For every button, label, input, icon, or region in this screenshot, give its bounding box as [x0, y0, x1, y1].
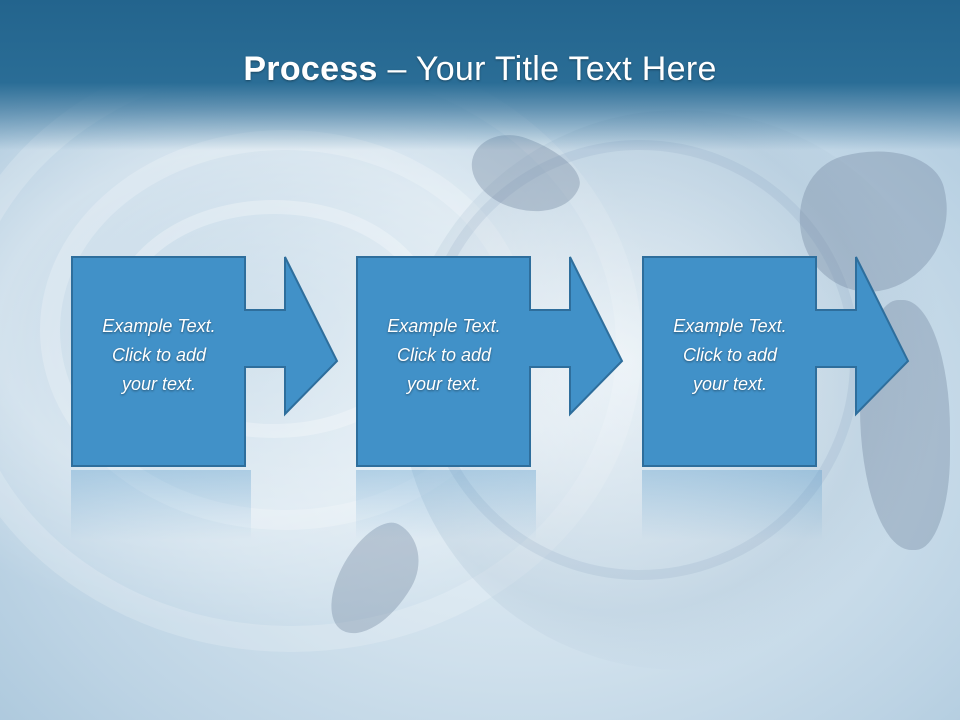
step-label[interactable]: Example Text. Click to add your text. — [387, 316, 501, 394]
step-reflection — [356, 470, 536, 540]
title-rest-text: – Your Title Text Here — [377, 50, 717, 88]
slide-title[interactable]: Process – Your Title Text Here — [0, 50, 960, 89]
step-label[interactable]: Example Text. Click to add your text. — [673, 316, 787, 394]
process-step-2[interactable]: Example Text. Click to add your text. — [356, 256, 626, 468]
arrow-box-shape — [356, 256, 624, 467]
arrow-box-shape — [642, 256, 910, 467]
title-bold-text: Process — [243, 50, 378, 88]
process-step-3[interactable]: Example Text. Click to add your text. — [642, 256, 912, 468]
step-reflection — [71, 470, 251, 540]
title-bar: Process – Your Title Text Here — [0, 0, 960, 150]
arrow-box-shape — [71, 256, 339, 467]
step-label[interactable]: Example Text. Click to add your text. — [102, 316, 216, 394]
process-step-1[interactable]: Example Text. Click to add your text. — [71, 256, 341, 468]
step-reflection — [642, 470, 822, 540]
